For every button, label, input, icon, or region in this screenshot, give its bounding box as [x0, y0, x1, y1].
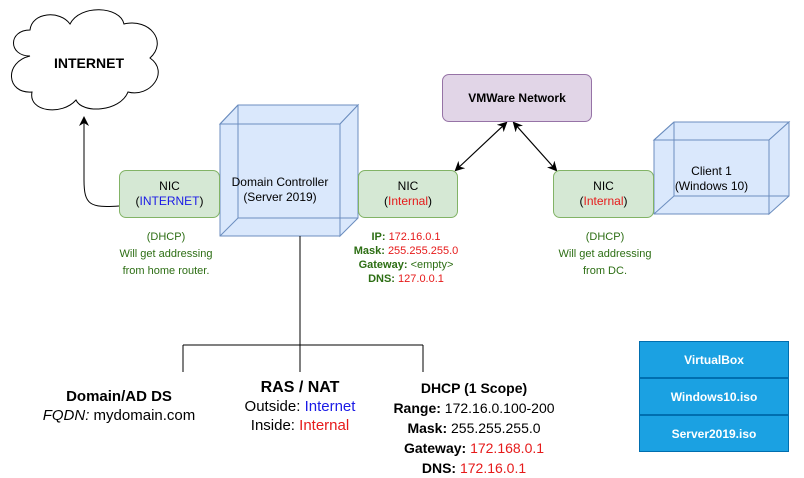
nic-dc-type: Internal — [387, 194, 429, 208]
nic-internet-label: NIC — [159, 179, 180, 193]
dhcp-gateway-value: 172.168.0.1 — [466, 440, 545, 456]
client-box — [652, 120, 791, 216]
ras-outside-value: Internet — [304, 398, 356, 415]
dc-ip-row: IP: 172.16.0.1 — [326, 230, 486, 244]
nic-internet-close: ) — [199, 194, 204, 208]
note-internet-line1: (DHCP) — [146, 231, 186, 243]
ras-inside-label: Inside: — [250, 417, 300, 434]
client-name: Client 1 — [691, 164, 732, 178]
nic-dc-internal: NIC (Internal) — [358, 170, 458, 218]
dc-mask-value: 255.255.255.0 — [387, 245, 459, 257]
dc-gateway-label: Gateway: — [358, 259, 408, 271]
nic-client-type-line: (Internal) — [579, 194, 627, 209]
dhcp-mask-row: Mask: 255.255.255.0 — [370, 418, 578, 438]
note-internet-line2: Will get addressing — [119, 248, 213, 260]
nic-internet-open: ( — [135, 194, 140, 208]
dc-os: (Server 2019) — [243, 190, 317, 204]
legend-server2019-label: Server2019.iso — [671, 426, 757, 441]
dc-dns-value: 127.0.0.1 — [398, 273, 444, 285]
dc-ip-value: 172.16.0.1 — [388, 231, 441, 243]
note-internet-dhcp: (DHCP) Will get addressing from home rou… — [86, 229, 246, 280]
vmware-network-label: VMWare Network — [468, 91, 566, 105]
dhcp-mask-label: Mask: — [407, 420, 448, 436]
dhcp-gateway-row: Gateway: 172.168.0.1 — [370, 438, 578, 458]
domain-controller-box — [218, 103, 360, 238]
dhcp-mask-value: 255.255.255.0 — [447, 420, 541, 436]
note-client-line3: from DC. — [583, 265, 627, 277]
note-client-line2: Will get addressing — [558, 248, 652, 260]
nic-dc-close: ) — [428, 194, 433, 208]
vmware-client-arrow — [512, 121, 558, 172]
dhcp-dns-label: DNS: — [421, 460, 457, 476]
note-internet-line3: from home router. — [122, 265, 210, 277]
nic-client-open: ( — [579, 194, 584, 208]
nic-client-close: ) — [623, 194, 628, 208]
client-os: (Windows 10) — [674, 179, 749, 193]
internet-link-arrow — [79, 116, 120, 207]
ras-outside-label: Outside: — [244, 398, 305, 415]
dc-mask-row: Mask: 255.255.255.0 — [326, 244, 486, 258]
dc-gateway-row: Gateway: <empty> — [326, 258, 486, 272]
ras-outside-row: Outside: Internet — [220, 397, 380, 416]
dhcp-range-value: 172.16.0.100-200 — [440, 400, 555, 416]
legend-windows10-iso: Windows10.iso — [639, 378, 789, 415]
dhcp-gateway-label: Gateway: — [403, 440, 467, 456]
nic-dc-open: ( — [383, 194, 388, 208]
dc-mask-label: Mask: — [353, 245, 385, 257]
nic-dc-type-line: (Internal) — [384, 194, 432, 209]
domain-fqdn-label: FQDN: — [42, 407, 90, 424]
legend-virtualbox: VirtualBox — [639, 341, 789, 378]
internet-label: INTERNET — [54, 55, 124, 71]
nic-internet: NIC (INTERNET) — [119, 170, 220, 218]
nic-internet-type-line: (INTERNET) — [136, 194, 204, 209]
ras-nat: RAS / NAT Outside: Internet Inside: Inte… — [220, 378, 380, 435]
domain-fqdn-value: mydomain.com — [89, 407, 196, 424]
dc-ip-label: IP: — [371, 231, 386, 243]
dc-dns-row: DNS: 127.0.0.1 — [326, 272, 486, 286]
nic-client-internal: NIC (Internal) — [553, 170, 654, 218]
service-tree-connector — [182, 236, 424, 372]
vmware-network-node: VMWare Network — [442, 74, 592, 122]
dc-name: Domain Controller — [231, 175, 329, 189]
internet-cloud — [11, 9, 159, 111]
domain-ad-ds: Domain/AD DS FQDN: mydomain.com — [14, 387, 224, 425]
nic-internet-type: INTERNET — [139, 194, 200, 208]
dhcp-scope: DHCP (1 Scope) Range: 172.16.0.100-200 M… — [370, 378, 578, 478]
ras-inside-value: Internal — [299, 417, 350, 434]
nic-dc-label: NIC — [397, 179, 419, 193]
domain-controller-label: Domain Controller (Server 2019) — [220, 175, 340, 205]
vmware-dc-arrow — [454, 121, 508, 172]
client-label: Client 1 (Windows 10) — [654, 164, 769, 194]
dc-gateway-value: <empty> — [410, 259, 454, 271]
dhcp-range-row: Range: 172.16.0.100-200 — [370, 398, 578, 418]
domain-ad-title: Domain/AD DS — [66, 388, 172, 405]
legend-server2019-iso: Server2019.iso — [639, 415, 789, 452]
dhcp-dns-value: 172.16.0.1 — [456, 460, 527, 476]
legend-virtualbox-label: VirtualBox — [684, 352, 744, 367]
note-client-dhcp: (DHCP) Will get addressing from DC. — [530, 229, 680, 280]
dc-dns-label: DNS: — [368, 273, 395, 285]
nic-client-label: NIC — [593, 179, 614, 193]
legend-windows10-label: Windows10.iso — [670, 389, 758, 404]
domain-fqdn-row: FQDN: mydomain.com — [14, 406, 224, 425]
note-client-line1: (DHCP) — [585, 231, 625, 243]
ras-inside-row: Inside: Internal — [220, 416, 380, 435]
dhcp-title: DHCP (1 Scope) — [420, 380, 528, 396]
dhcp-dns-row: DNS: 172.16.0.1 — [370, 458, 578, 478]
nic-client-type: Internal — [583, 194, 624, 208]
ras-nat-title: RAS / NAT — [260, 379, 340, 396]
dhcp-range-label: Range: — [393, 400, 441, 416]
dc-ip-config: IP: 172.16.0.1 Mask: 255.255.255.0 Gatew… — [326, 230, 486, 286]
